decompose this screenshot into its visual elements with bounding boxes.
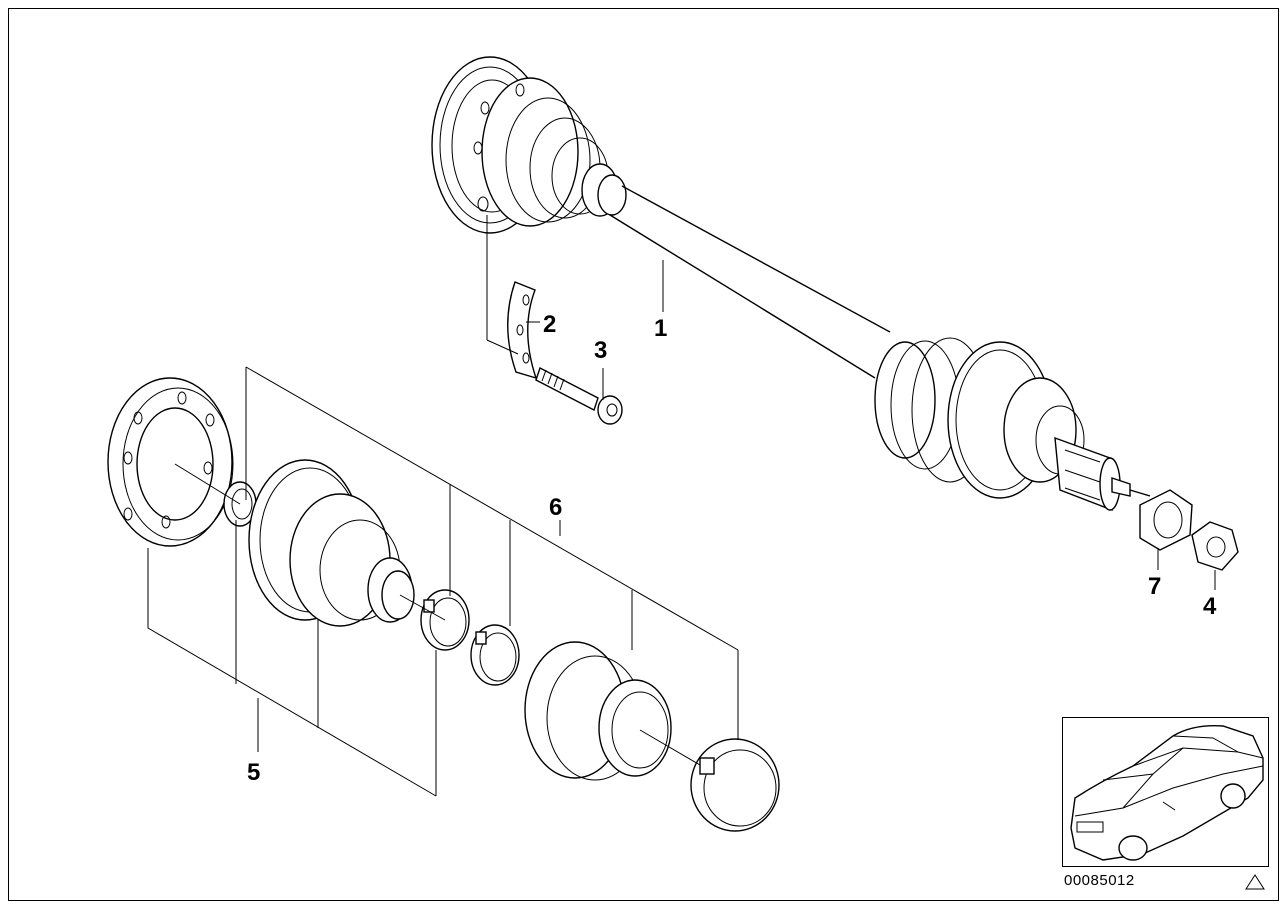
callout-2: 2	[543, 311, 556, 338]
callout-7: 7	[1148, 573, 1161, 600]
document-number: 00085012	[1064, 872, 1135, 889]
callout-5: 5	[247, 759, 260, 786]
leader-lines	[147, 215, 1216, 797]
boot-kit-outer[interactable]	[470, 624, 780, 832]
boot-kit-inner[interactable]	[107, 377, 470, 651]
collar-nut[interactable]	[1191, 521, 1239, 571]
lock-plate[interactable]	[507, 281, 538, 380]
drive-shaft[interactable]	[431, 56, 1151, 512]
triangle-warning-icon	[1245, 874, 1265, 890]
vehicle-locator-inset	[1062, 717, 1269, 867]
callout-4: 4	[1203, 593, 1217, 620]
callout-6: 6	[549, 494, 562, 521]
callout-3: 3	[594, 337, 607, 364]
socket-head-screw[interactable]	[535, 367, 623, 425]
callout-1: 1	[654, 315, 667, 342]
locking-ring[interactable]	[1139, 489, 1193, 551]
car-icon	[1070, 725, 1264, 861]
